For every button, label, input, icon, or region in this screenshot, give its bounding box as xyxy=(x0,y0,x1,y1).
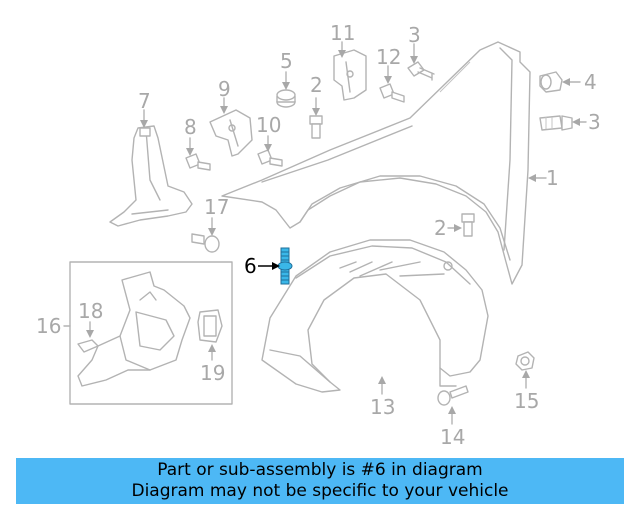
wheel-liner-part-13 xyxy=(261,239,489,393)
callout-1: 1 xyxy=(546,166,559,190)
callout-15: 15 xyxy=(514,389,539,413)
callout-16: 16 xyxy=(36,314,61,338)
callout-7: 7 xyxy=(138,89,151,113)
bracket-part-11 xyxy=(333,49,367,101)
callout-5: 5 xyxy=(280,49,293,73)
banner-line-disclaimer: Diagram may not be specific to your vehi… xyxy=(131,481,509,501)
bolt-part-8 xyxy=(185,153,211,171)
callout-4: 4 xyxy=(584,70,597,94)
bolt-part-3-right xyxy=(539,115,573,131)
bracket-part-9 xyxy=(209,109,253,157)
callout-3-top: 3 xyxy=(408,23,421,47)
bolt-part-14 xyxy=(437,385,469,406)
callout-17: 17 xyxy=(204,195,229,219)
callout-2-right: 2 xyxy=(434,216,447,240)
nut-part-15 xyxy=(515,351,535,371)
bolt-part-2-upper xyxy=(309,115,323,139)
callout-13: 13 xyxy=(370,395,395,419)
nut-part-4 xyxy=(539,71,563,93)
callout-6: 6 xyxy=(244,254,257,278)
nut-part-5 xyxy=(276,89,296,108)
callout-19: 19 xyxy=(200,361,225,385)
bolt-part-17 xyxy=(191,233,220,253)
bolt-part-12 xyxy=(379,83,405,103)
callout-9: 9 xyxy=(218,77,231,101)
banner-line-part-number: Part or sub-assembly is #6 in diagram xyxy=(157,460,483,480)
callout-3-right: 3 xyxy=(588,110,601,134)
bolt-part-2-right xyxy=(461,213,475,237)
callout-2-upper: 2 xyxy=(310,73,323,97)
callout-18: 18 xyxy=(78,299,103,323)
inset-box xyxy=(69,261,233,405)
callout-8: 8 xyxy=(184,115,197,139)
bolt-part-10 xyxy=(257,149,283,167)
bolt-part-3-top xyxy=(407,61,435,81)
callout-14: 14 xyxy=(440,425,465,449)
leader-lines xyxy=(63,41,587,425)
stud-part-6 xyxy=(277,247,293,285)
callout-11: 11 xyxy=(330,21,355,45)
fender-part-1 xyxy=(221,41,531,285)
bracket-part-7 xyxy=(109,125,193,227)
info-banner: Part or sub-assembly is #6 in diagram Di… xyxy=(16,458,624,504)
callout-10: 10 xyxy=(256,113,281,137)
callout-12: 12 xyxy=(376,45,401,69)
